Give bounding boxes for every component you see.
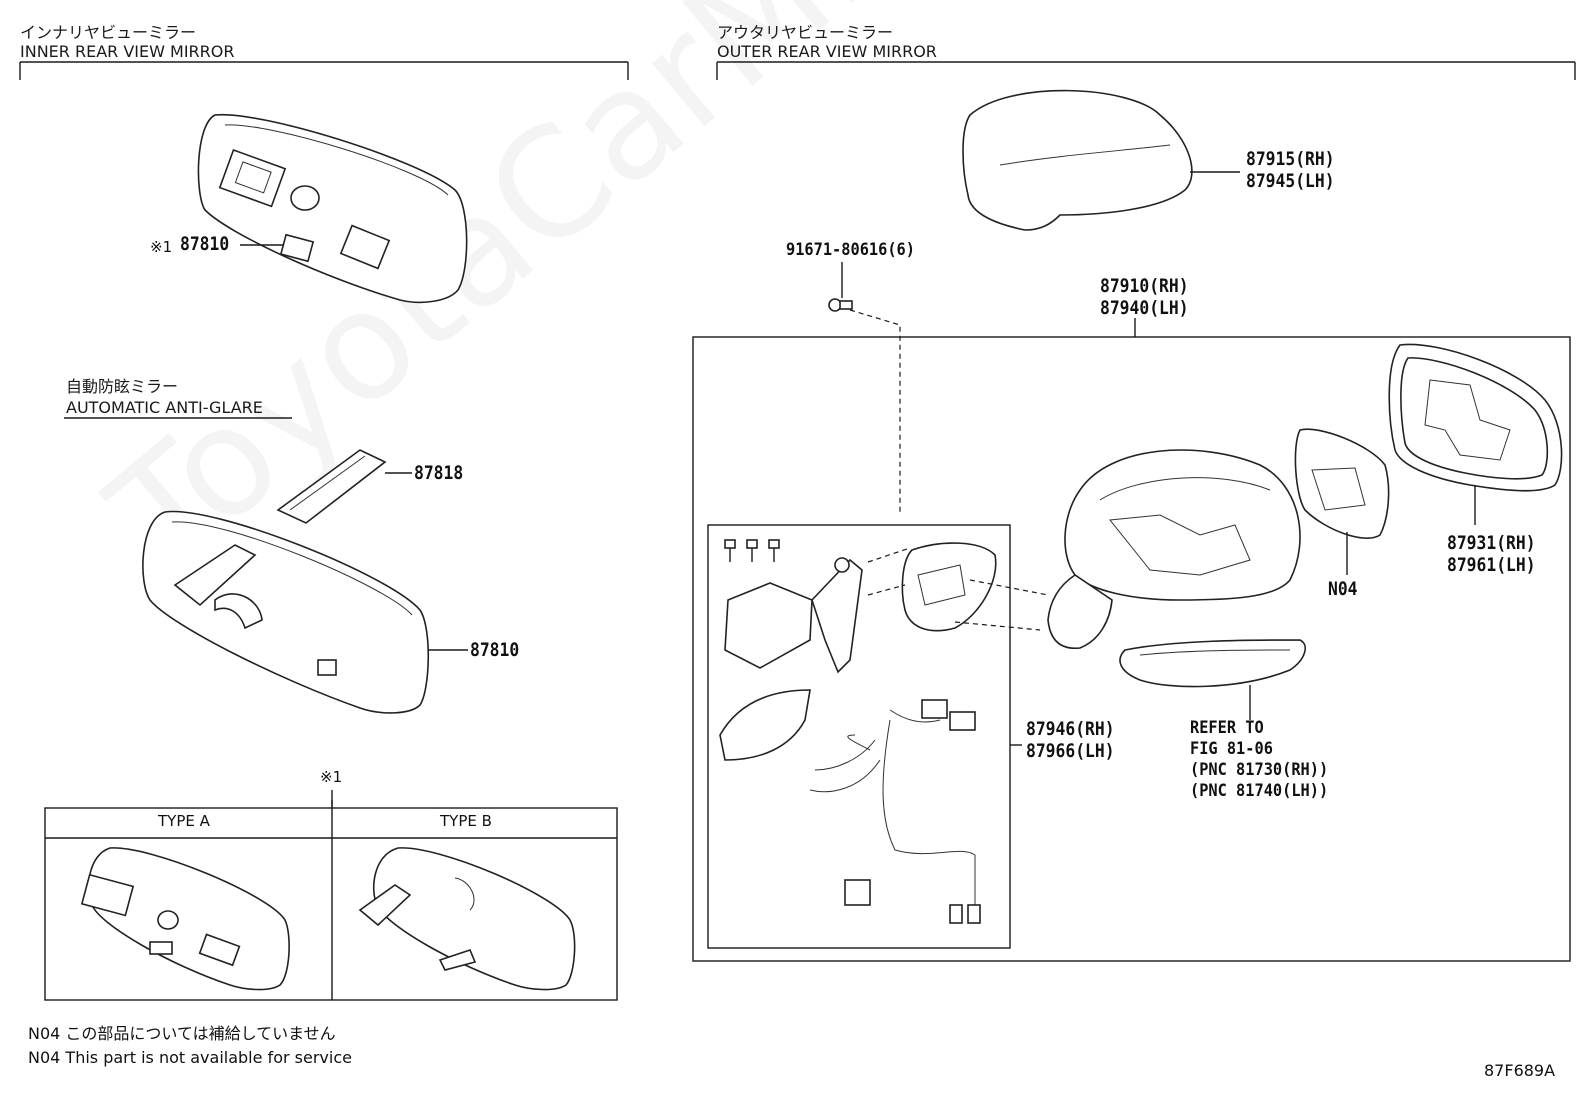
outer-title-en: OUTER REAR VIEW MIRROR (717, 42, 937, 61)
mirror-bracket-illustration (867, 542, 1049, 632)
callout-87945-lh: 87945(LH) (1246, 170, 1335, 192)
side-lamp-illustration (1119, 639, 1306, 720)
type-b-label: TYPE B (440, 812, 492, 830)
callout-87966-lh: 87966(LH) (1026, 740, 1115, 762)
callout-87915-rh: 87915(RH) (1246, 148, 1335, 170)
inner-header-rule (19, 61, 629, 80)
callout-mark-1: ※1 (150, 238, 173, 256)
refer-line-1: REFER TO (1190, 718, 1264, 738)
motor-parts-illustration (719, 539, 981, 924)
inner-mirror-illustration (197, 113, 468, 304)
callout-n04: N04 (1328, 578, 1358, 600)
type-box (44, 790, 618, 1001)
outer-header-rule (716, 61, 1576, 80)
type-note-mark: ※1 (320, 768, 343, 786)
figure-code: 87F689A (1484, 1061, 1556, 1080)
screw-illustration (828, 262, 901, 515)
mirror-housing-illustration (1047, 449, 1301, 649)
mirror-glass-illustration (1388, 343, 1563, 525)
inner-title-jp: インナリヤビューミラー (20, 23, 197, 42)
callout-87931-rh: 87931(RH) (1447, 532, 1536, 554)
anti-glare-title-jp: 自動防眩ミラー (66, 377, 179, 396)
n04-plate-illustration (1294, 428, 1390, 575)
outer-assy-box (692, 336, 1571, 962)
type-a-mirror-illustration (80, 847, 290, 991)
refer-line-3: (PNC 81730(RH)) (1190, 760, 1329, 780)
anti-glare-bracket-illustration (276, 449, 412, 524)
anti-glare-mirror-illustration (142, 510, 468, 714)
refer-line-4: (PNC 81740(LH)) (1190, 781, 1329, 801)
callout-screw: 91671-80616(6) (786, 240, 915, 260)
outer-title-jp: アウタリヤビューミラー (717, 23, 894, 42)
callout-87810-top: 87810 (180, 233, 230, 255)
inner-title-en: INNER REAR VIEW MIRROR (20, 42, 235, 61)
footnote-jp: N04 この部品については補給していません (28, 1024, 336, 1043)
callout-87818: 87818 (414, 462, 464, 484)
motor-box (707, 524, 1011, 949)
callout-87946-rh: 87946(RH) (1026, 718, 1115, 740)
callout-87961-lh: 87961(LH) (1447, 554, 1536, 576)
callout-87940-lh: 87940(LH) (1100, 297, 1189, 319)
footnote-en: N04 This part is not available for servi… (28, 1048, 352, 1067)
type-a-label: TYPE A (158, 812, 210, 830)
anti-glare-title-en: AUTOMATIC ANTI-GLARE (66, 398, 263, 417)
callout-87910-rh: 87910(RH) (1100, 275, 1189, 297)
mirror-cover-illustration (962, 89, 1240, 231)
callout-87810: 87810 (470, 639, 520, 661)
type-b-mirror-illustration (358, 847, 576, 991)
refer-line-2: FIG 81-06 (1190, 739, 1273, 759)
